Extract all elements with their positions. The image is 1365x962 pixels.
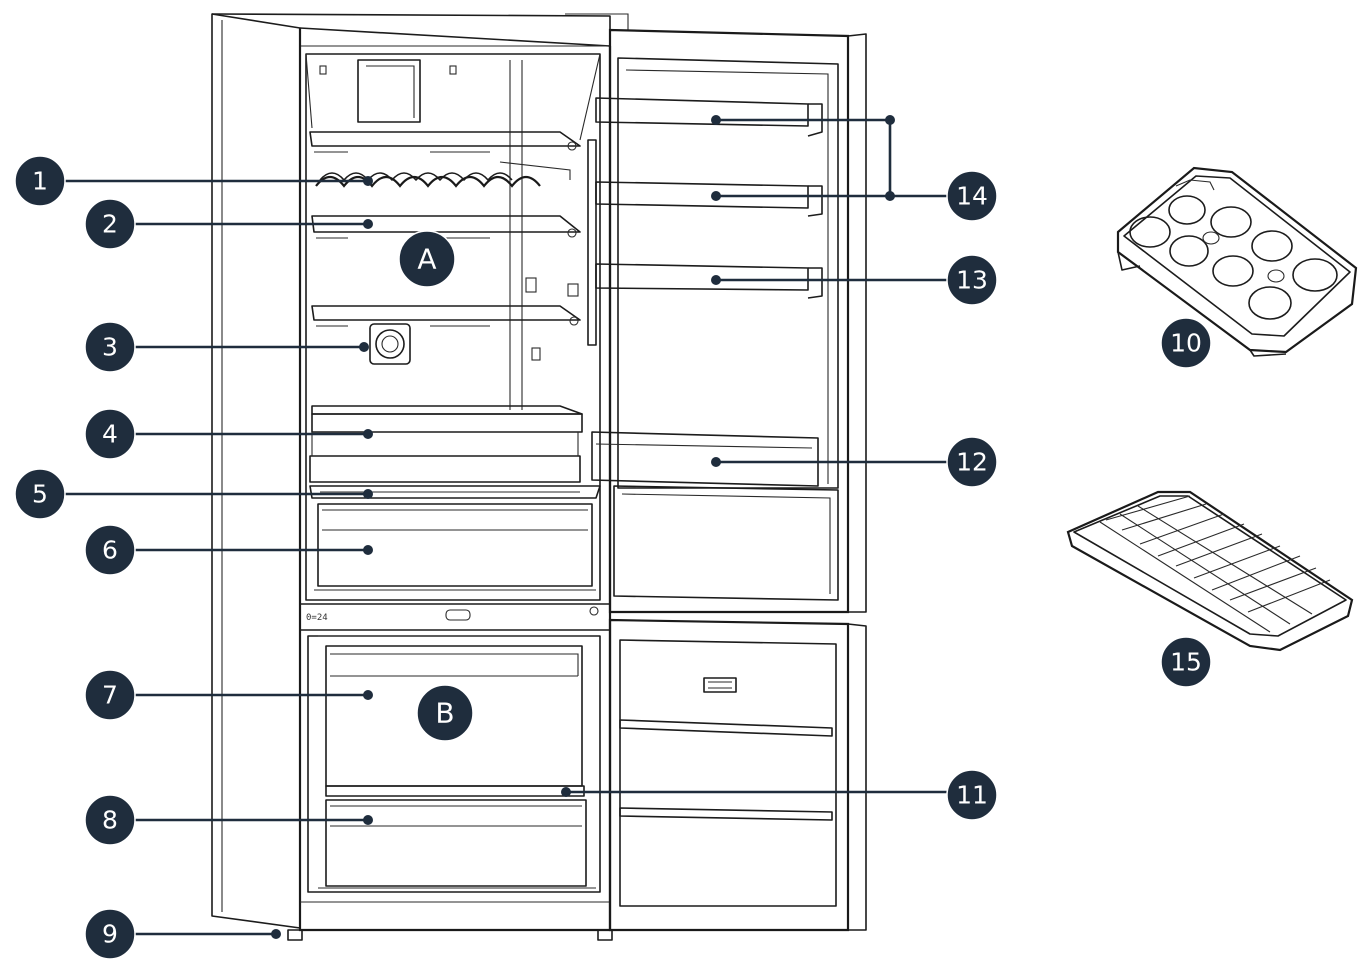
callout-13: 13 [946, 254, 998, 306]
callout-1: 1 [14, 155, 66, 207]
callout-label: 2 [102, 210, 118, 239]
callout-label: 7 [102, 681, 118, 710]
door-bin-lower [595, 263, 823, 299]
zone-b-label: B [435, 697, 454, 730]
glass-shelf-4 [309, 405, 583, 483]
ice-cube-tray [1066, 490, 1354, 652]
callout-label: 1 [32, 167, 48, 196]
callout-label: 6 [102, 536, 118, 565]
callout-7: 7 [84, 669, 136, 721]
callout-label: 12 [956, 448, 988, 477]
callout-4: 4 [84, 408, 136, 460]
callout-9: 9 [84, 908, 136, 960]
crisper-cover-shelf [309, 485, 601, 591]
svg-text:0=24: 0=24 [306, 613, 328, 623]
glass-shelf-3 [311, 305, 581, 365]
fridge-body: 0=24 [211, 13, 629, 941]
callout-3: 3 [84, 321, 136, 373]
door-bin-top [595, 97, 823, 137]
callout-label: 3 [102, 333, 118, 362]
freezer-door [608, 618, 867, 932]
callout-15: 15 [1160, 636, 1212, 688]
freezer-compartment [318, 635, 596, 889]
egg-tray [1116, 166, 1358, 357]
door-bin-bottle [591, 431, 819, 487]
zone-a-badge: A [398, 230, 456, 288]
door-display [703, 677, 737, 693]
fridge-door [591, 28, 867, 614]
wine-rack-shelf [309, 131, 581, 188]
callout-14: 14 [946, 170, 998, 222]
fan-unit [369, 323, 411, 365]
fridge-compartment [305, 53, 601, 591]
glass-shelf-2 [311, 215, 581, 239]
callout-2: 2 [84, 198, 136, 250]
callout-label: 8 [102, 806, 118, 835]
callout-12: 12 [946, 436, 998, 488]
callout-label: 9 [102, 920, 118, 949]
callout-label: 13 [956, 266, 988, 295]
zone-b-badge: B [416, 684, 474, 742]
callout-label: 15 [1170, 648, 1202, 677]
callout-5: 5 [14, 468, 66, 520]
zone-a-label: A [417, 243, 436, 276]
callout-6: 6 [84, 524, 136, 576]
callout-8: 8 [84, 794, 136, 846]
callout-10: 10 [1160, 317, 1212, 369]
callout-label: 14 [956, 182, 988, 211]
callout-label: 5 [32, 480, 48, 509]
leader-lines [40, 115, 972, 939]
callout-label: 4 [102, 420, 118, 449]
callout-label: 11 [956, 781, 988, 810]
callout-label: 10 [1170, 329, 1202, 358]
callout-11: 11 [946, 769, 998, 821]
door-bin-middle [595, 181, 823, 217]
